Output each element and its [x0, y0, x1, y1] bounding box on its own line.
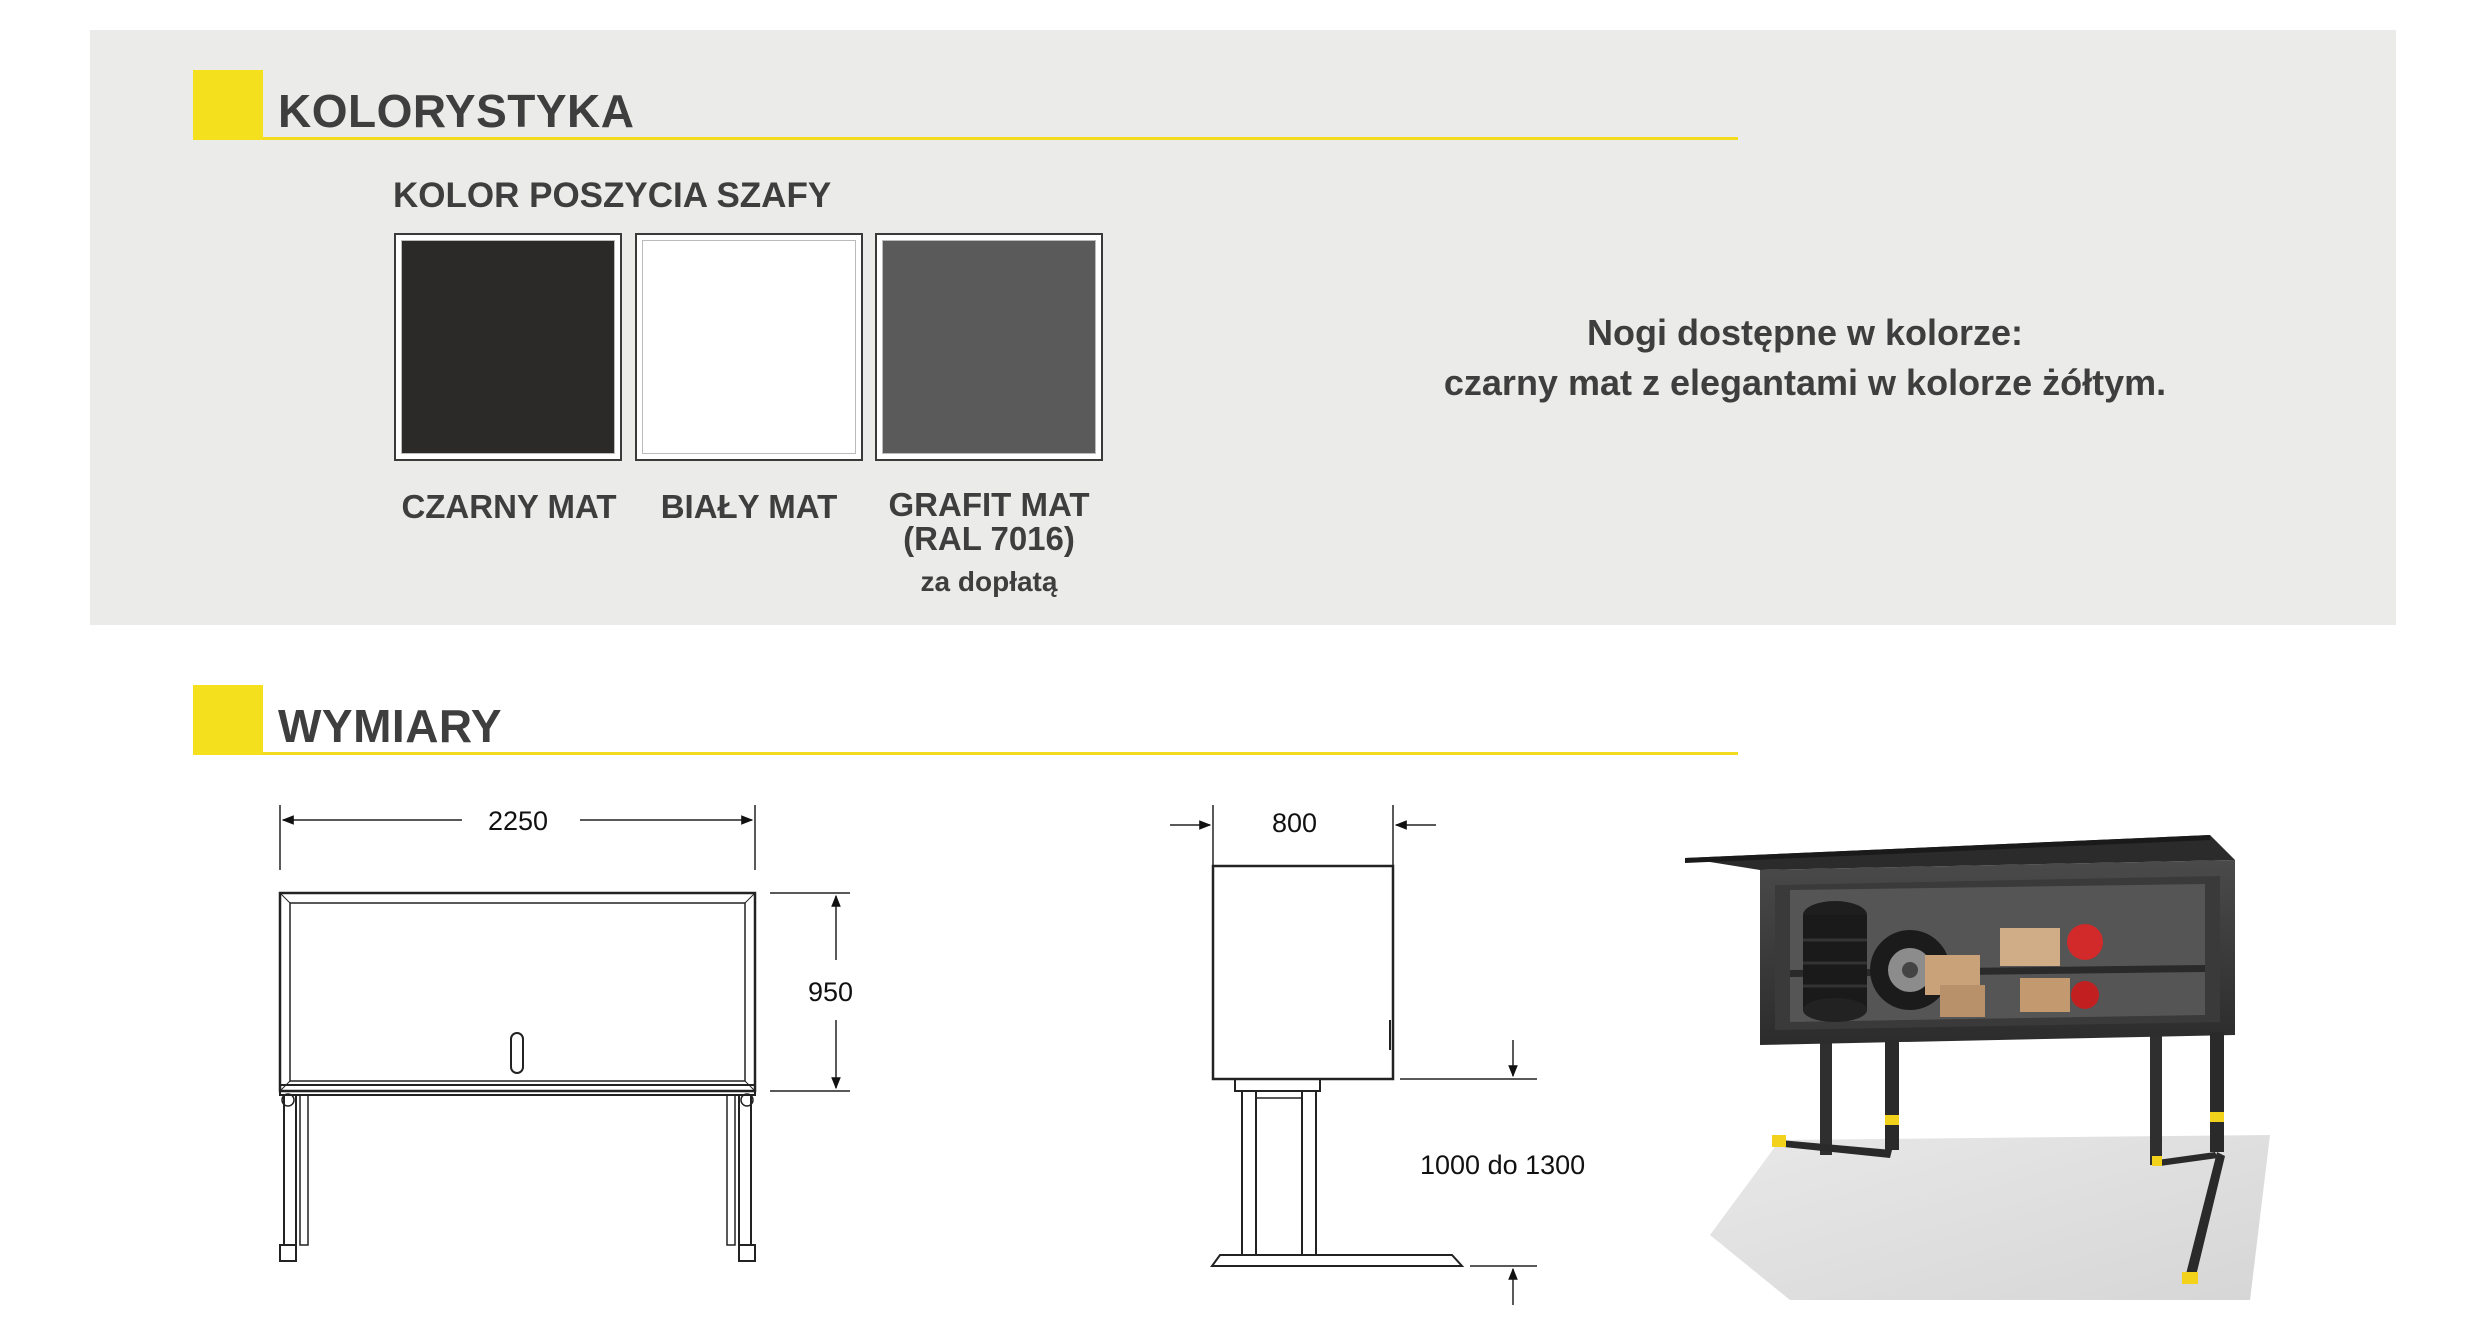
legs-note-line2: czarny mat z elegantami w kolorze żółtym… — [1443, 362, 2167, 403]
accent-square — [193, 685, 263, 755]
dimension-leg-height-label: 1000 do 1300 — [1420, 1150, 1586, 1180]
side-view-drawing — [1170, 805, 1537, 1305]
section-rule — [263, 137, 1738, 140]
section-rule — [263, 752, 1738, 755]
swatch-graphite-matte — [875, 233, 1103, 461]
tire-stack — [1803, 901, 1867, 1022]
front-view-drawing — [278, 805, 850, 1262]
swatch-fill — [882, 240, 1096, 454]
section-title-colors: KOLORYSTYKA — [278, 85, 635, 137]
product-illustration — [1610, 800, 2320, 1300]
swatch-label-graphite-line1: GRAFIT MAT — [888, 486, 1090, 523]
swatch-white-matte — [635, 233, 863, 461]
section-title-dimensions: WYMIARY — [278, 700, 503, 752]
swatch-label-graphite: GRAFIT MAT (RAL 7016) — [860, 488, 1118, 556]
swatch-fill — [642, 240, 856, 454]
legs-color-note: Nogi dostępne w kolorze: czarny mat z el… — [1230, 308, 2380, 408]
swatch-label-graphite-line2: (RAL 7016) — [903, 520, 1075, 557]
swatch-surcharge-note: za dopłatą — [920, 566, 1058, 597]
dimension-height-label: 950 — [808, 977, 854, 1007]
swatch-fill — [401, 240, 615, 454]
legs-note-line1: Nogi dostępne w kolorze: — [1586, 312, 2024, 353]
dimension-depth-label: 800 — [1272, 808, 1318, 838]
accent-square — [193, 70, 263, 140]
swatch-label-white: BIAŁY MAT — [660, 488, 838, 525]
swatch-label-black: CZARNY MAT — [401, 488, 617, 525]
dimension-width-label: 2250 — [488, 806, 549, 836]
swatch-black-matte — [394, 233, 622, 461]
subsection-title: KOLOR POSZYCIA SZAFY — [393, 176, 832, 215]
